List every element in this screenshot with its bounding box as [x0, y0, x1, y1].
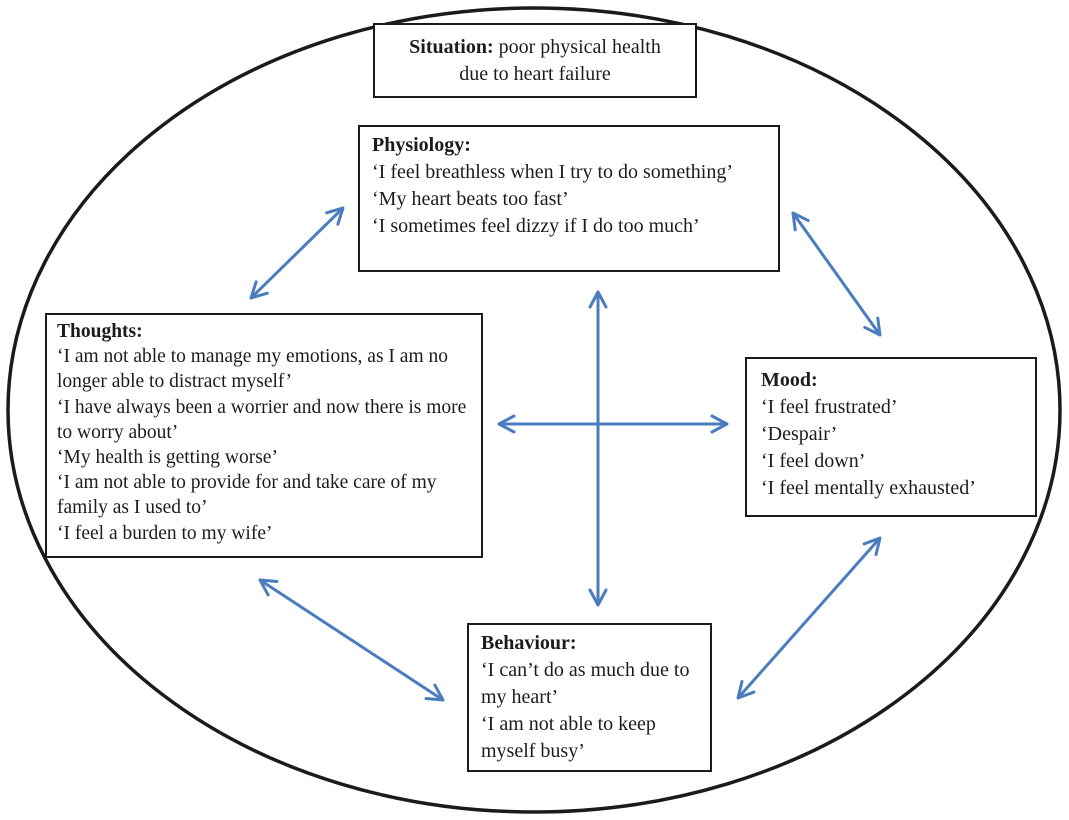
quote-line: ‘I am not able to keep myself busy’: [481, 713, 656, 762]
arrow-thoughts-physiology: [249, 206, 345, 300]
physiology-title: Physiology:: [372, 134, 471, 156]
thoughts-title: Thoughts:: [57, 321, 143, 342]
thoughts-box: Thoughts: ‘I am not able to manage my em…: [45, 313, 483, 558]
arrow-physiology-mood: [791, 211, 882, 337]
quote-line: ‘I feel breathless when I try to do some…: [372, 161, 734, 183]
behaviour-quotes: ‘I can’t do as much due to my heart’ ‘I a…: [481, 657, 698, 765]
quote-line: ‘I am not able to manage my emotions, as…: [57, 346, 448, 393]
quote-line: ‘My health is getting worse’: [57, 447, 278, 469]
quote-line: ‘I feel frustrated’: [761, 396, 898, 418]
quote-line: ‘I feel down’: [761, 450, 866, 472]
quote-line: ‘I feel mentally exhausted’: [761, 477, 976, 499]
quote-line: ‘I feel a burden to my wife’: [57, 522, 273, 544]
arrow-mood-behaviour: [736, 536, 882, 700]
mood-box: Mood: ‘I feel frustrated’‘Despair’‘I fee…: [745, 357, 1037, 517]
quote-line: ‘I have always been a worrier and now th…: [57, 396, 467, 443]
physiology-quotes: ‘I feel breathless when I try to do some…: [372, 159, 766, 240]
situation-title: Situation:: [409, 36, 494, 58]
behaviour-title: Behaviour:: [481, 632, 577, 654]
thoughts-quotes: ‘I am not able to manage my emotions, as…: [57, 344, 471, 546]
five-areas-ellipse: [6, 6, 1062, 814]
mood-quotes: ‘I feel frustrated’ ‘Despair’ ‘I feel down…: [761, 394, 1021, 502]
quote-line: ‘I sometimes feel dizzy if I do too much…: [372, 215, 700, 237]
behaviour-box: Behaviour: ‘I can’t do as much due to my…: [467, 623, 712, 772]
quote-line: ‘I am not able to provide for and take c…: [57, 472, 437, 519]
quote-line: ‘I can’t do as much due to my heart’: [481, 659, 690, 708]
mood-title: Mood:: [761, 369, 818, 391]
physiology-box: Physiology: ‘I feel breathless when I tr…: [358, 125, 780, 272]
quote-line: ‘Despair’: [761, 423, 838, 445]
situation-text: poor physical health due to heart failur…: [459, 36, 661, 85]
situation-box: Situation: poor physical health due to h…: [373, 23, 697, 98]
quote-line: ‘My heart beats too fast’: [372, 188, 569, 210]
arrow-thoughts-behaviour: [258, 578, 445, 702]
